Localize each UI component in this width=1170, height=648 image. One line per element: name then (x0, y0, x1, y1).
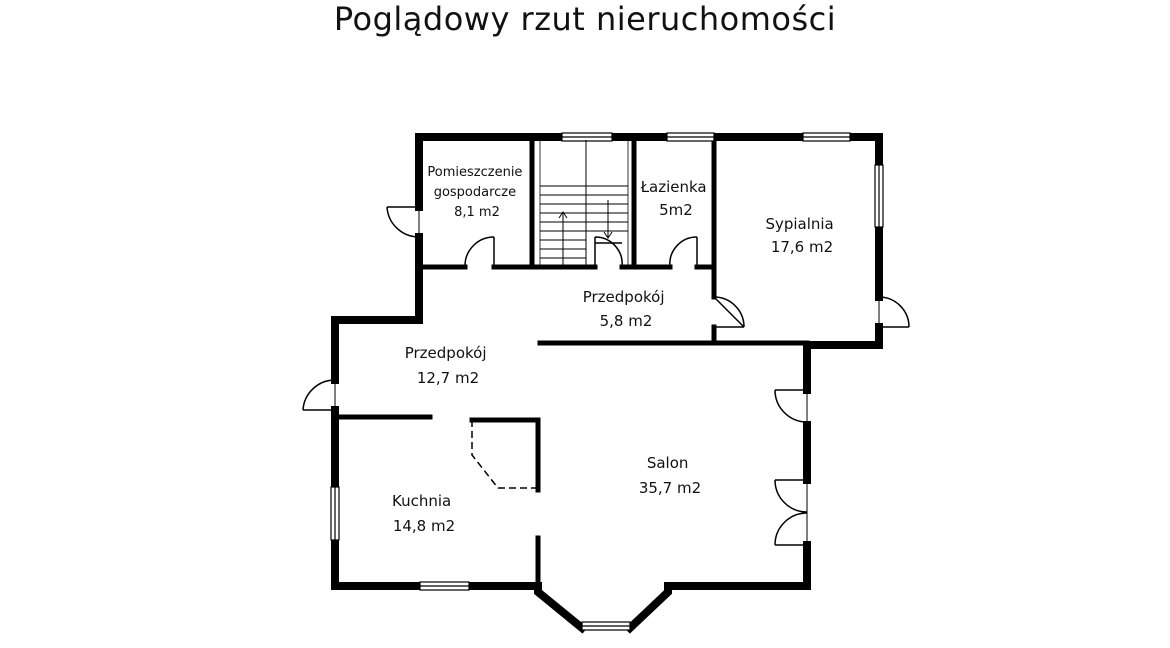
room-label-bedroom: Sypialnia 17,6 m2 (765, 215, 838, 256)
kitchen-counter (471, 420, 536, 489)
stairs (539, 140, 629, 267)
doors (302, 206, 910, 546)
room-label-utility: Pomieszczenie gospodarcze 8,1 m2 (427, 165, 526, 220)
room-label-hall-large: Przedpokój 12,7 m2 (405, 344, 492, 387)
page-title: Poglądowy rzut nieruchomości (333, 0, 837, 38)
interior-walls (335, 137, 810, 586)
exterior-walls (331, 133, 883, 634)
room-label-hall-small: Przedpokój 5,8 m2 (583, 288, 670, 330)
bay-outer (541, 595, 665, 631)
room-label-living-room: Salon 35,7 m2 (639, 454, 701, 497)
room-label-kitchen: Kuchnia 14,8 m2 (392, 492, 456, 535)
windows (330, 132, 884, 631)
room-label-bathroom: Łazienka 5m2 (640, 178, 712, 219)
